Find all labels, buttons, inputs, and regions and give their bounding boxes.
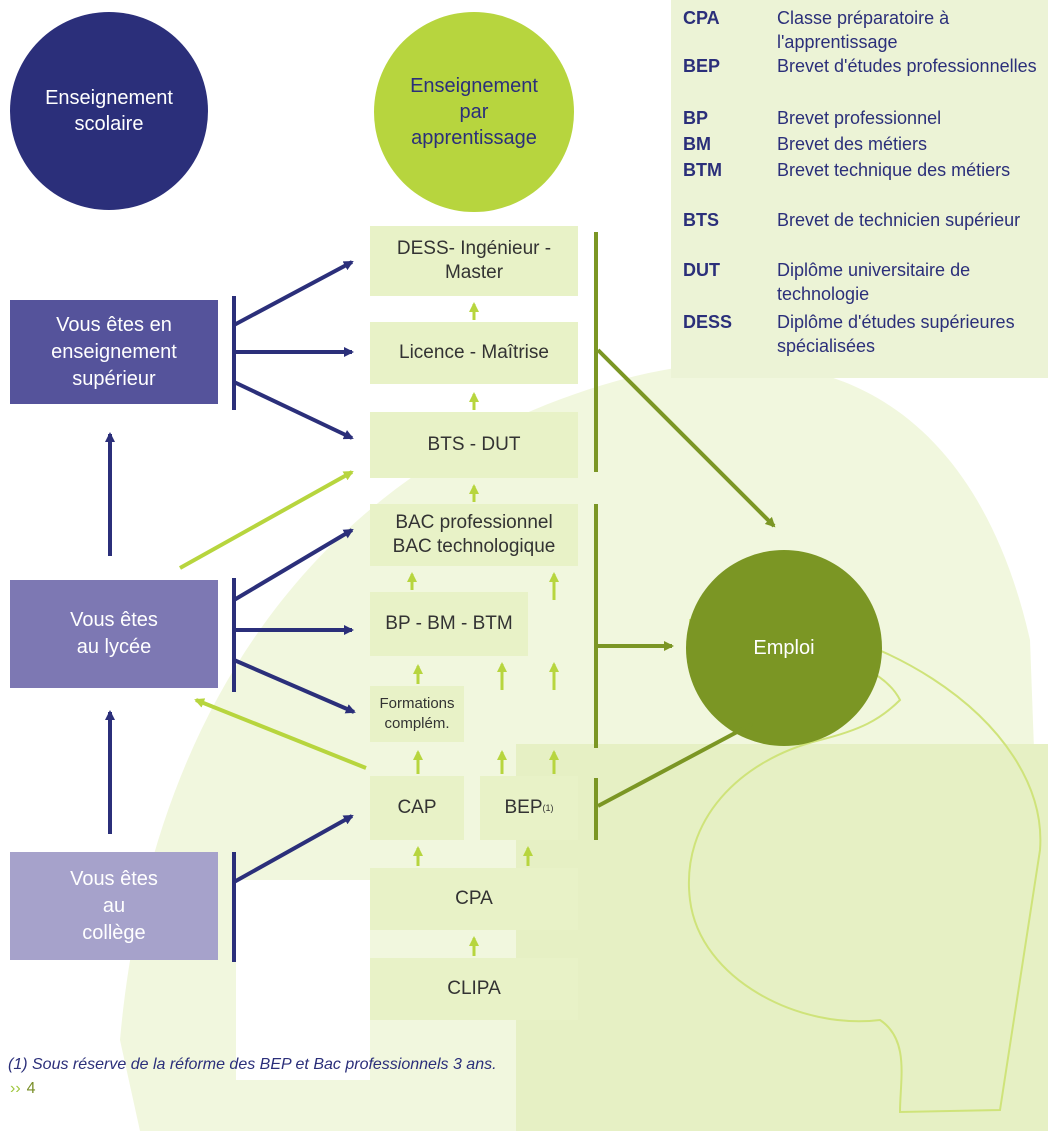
arrow-superieur-bts	[233, 380, 354, 440]
clipa-box: CLIPA	[370, 958, 578, 1020]
footnote: (1) Sous réserve de la réforme des BEP e…	[8, 1056, 497, 1073]
page-number-value: 4	[26, 1080, 36, 1097]
enseignement-scolaire-label: Enseignement scolaire	[45, 87, 173, 135]
arrow-lycee-bac	[232, 528, 354, 602]
formations-box: Formations complém.	[370, 686, 464, 742]
emploi-circle: Emploi	[686, 550, 882, 746]
clipa-label: CLIPA	[447, 978, 501, 999]
arrow-superieur-to-emploi	[596, 348, 776, 528]
cpa-box: CPA	[370, 868, 578, 930]
college-label: Vous êtes au collège	[70, 867, 158, 944]
bts-label: BTS - DUT	[427, 434, 521, 455]
dess-box: DESS- Ingénieur - Master	[370, 226, 578, 296]
cap-box: CAP	[370, 776, 464, 840]
superieur-label: Vous êtes en enseignement supérieur	[51, 313, 177, 390]
emploi-label: Emploi	[753, 637, 815, 659]
page-number: ›› 4	[10, 1080, 36, 1098]
progression-arrows	[407, 302, 559, 956]
cap-label: CAP	[397, 797, 437, 818]
arrow-lycee-to-bts	[179, 470, 354, 570]
bts-box: BTS - DUT	[370, 412, 578, 478]
arrow-cap-bep-to-emploi	[597, 722, 754, 808]
bep-box: BEP(1)	[480, 776, 578, 840]
bep-footnote-ref: (1)	[542, 803, 554, 813]
bp-box: BP - BM - BTM	[370, 592, 528, 656]
arrow-lycee-formations	[233, 658, 356, 714]
dess-label: DESS- Ingénieur - Master	[396, 238, 552, 283]
bac-label: BAC professionnel BAC technologique	[392, 512, 556, 557]
enseignement-apprentissage-label: Enseignement par apprentissage	[410, 75, 538, 149]
licence-label: Licence - Maîtrise	[399, 342, 549, 363]
bep-label: BEP	[504, 797, 543, 818]
cpa-label: CPA	[455, 888, 493, 909]
lycee-box: Vous êtes au lycée	[10, 580, 218, 688]
formations-label: Formations complém.	[379, 695, 455, 732]
bac-box: BAC professionnel BAC technologique	[370, 504, 578, 566]
chevron-icon: ››	[10, 1080, 21, 1097]
arrow-college-cap	[233, 814, 354, 884]
lycee-label: Vous êtes au lycée	[70, 609, 158, 658]
arrow-cap-to-lycee	[194, 698, 367, 770]
college-box: Vous êtes au collège	[10, 852, 218, 960]
enseignement-scolaire-circle: Enseignement scolaire	[10, 12, 208, 210]
superieur-box: Vous êtes en enseignement supérieur	[10, 300, 218, 404]
bp-label: BP - BM - BTM	[385, 613, 513, 634]
licence-box: Licence - Maîtrise	[370, 322, 578, 384]
arrow-superieur-dess	[233, 260, 354, 327]
enseignement-apprentissage-circle: Enseignement par apprentissage	[374, 12, 574, 212]
